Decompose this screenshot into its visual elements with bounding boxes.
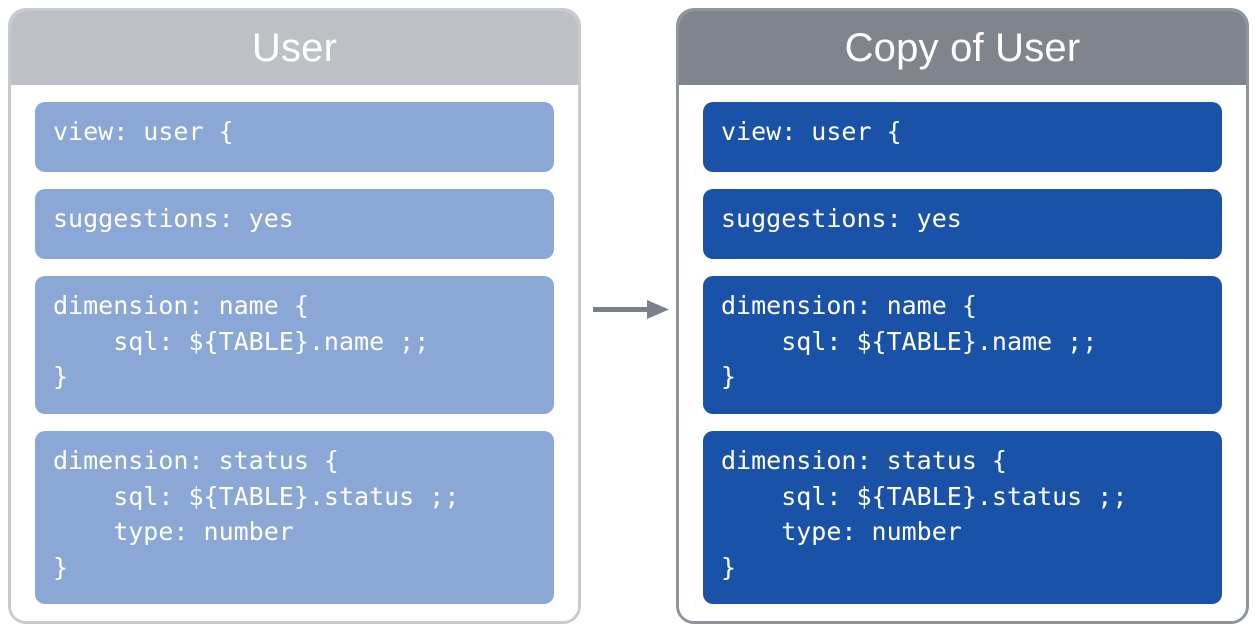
panel-source-body: view: user { suggestions: yes dimension:… (11, 85, 578, 621)
panel-copy-body: view: user { suggestions: yes dimension:… (679, 85, 1246, 621)
copy-block-suggestions-setting: suggestions: yes (703, 189, 1222, 259)
copy-block-dimension-name: dimension: name { sql: ${TABLE}.name ;; … (703, 276, 1222, 414)
source-block-dimension-status: dimension: status { sql: ${TABLE}.status… (35, 431, 554, 604)
copy-block-view-declaration: view: user { (703, 102, 1222, 172)
copy-block-dimension-status: dimension: status { sql: ${TABLE}.status… (703, 431, 1222, 604)
arrow-right-icon (593, 300, 669, 319)
panel-copy-view: Copy of User view: user { suggestions: y… (676, 8, 1249, 624)
panel-copy-title: Copy of User (679, 11, 1246, 85)
panel-source-view: User view: user { suggestions: yes dimen… (8, 8, 581, 624)
source-block-suggestions-setting: suggestions: yes (35, 189, 554, 259)
source-block-dimension-name: dimension: name { sql: ${TABLE}.name ;; … (35, 276, 554, 414)
panel-source-title: User (11, 11, 578, 85)
source-block-view-declaration: view: user { (35, 102, 554, 172)
copy-arrow (589, 294, 673, 326)
